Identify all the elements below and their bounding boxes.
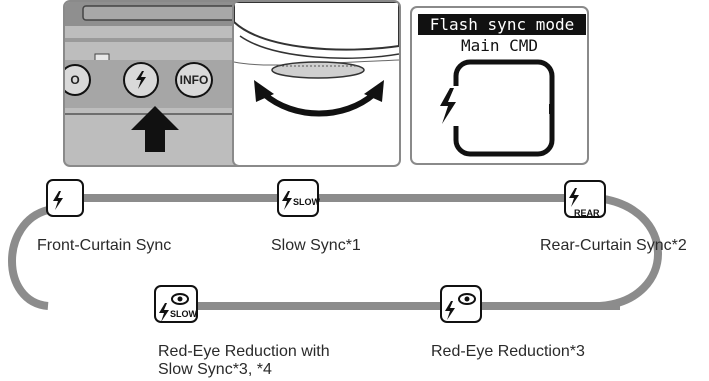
press-arrow-icon: [131, 106, 179, 152]
red-eye-slow-sync-label-line2: Slow Sync*3, *4: [158, 361, 272, 378]
slow-sync-label: Slow Sync*1: [271, 237, 361, 254]
rear-badge: REAR: [574, 208, 600, 218]
flash-button[interactable]: [123, 62, 159, 98]
left-loop-arc: [8, 206, 50, 310]
flash-icon: [136, 71, 146, 89]
camera-button-panel: O INFO: [63, 0, 248, 167]
dial-wheel: [271, 61, 365, 79]
lcd-title: Flash sync mode: [418, 14, 586, 35]
rear-curtain-sync-icon: REAR: [564, 180, 606, 218]
right-loop-arc: [595, 194, 662, 310]
rotate-arrow-icon: [262, 91, 376, 117]
command-dial-illustration: [234, 2, 399, 117]
slow-sync-icon: SLOW: [277, 179, 321, 217]
lcd-display-panel: Flash sync mode Main CMD: [410, 6, 589, 165]
rear-curtain-sync-label: Rear-Curtain Sync*2: [540, 237, 687, 254]
red-eye-reduction-label: Red-Eye Reduction*3: [431, 343, 585, 360]
flash-icon: [440, 88, 456, 124]
lcd-subtitle: Main CMD: [460, 36, 539, 55]
slow-badge: SLOW: [170, 309, 198, 319]
slow-badge: SLOW: [293, 197, 321, 207]
left-button[interactable]: O: [65, 64, 91, 96]
red-eye-reduction-icon: [440, 285, 482, 323]
front-curtain-sync-label: Front-Curtain Sync: [37, 237, 172, 254]
lcd-flash-cycle-graphic: [438, 59, 555, 157]
front-curtain-sync-icon: [46, 179, 84, 217]
red-eye-slow-sync-label-line1: Red-Eye Reduction with: [158, 343, 330, 360]
command-dial-panel: [232, 0, 401, 167]
info-button[interactable]: INFO: [175, 62, 213, 98]
red-eye-slow-sync-icon: SLOW: [154, 285, 198, 323]
